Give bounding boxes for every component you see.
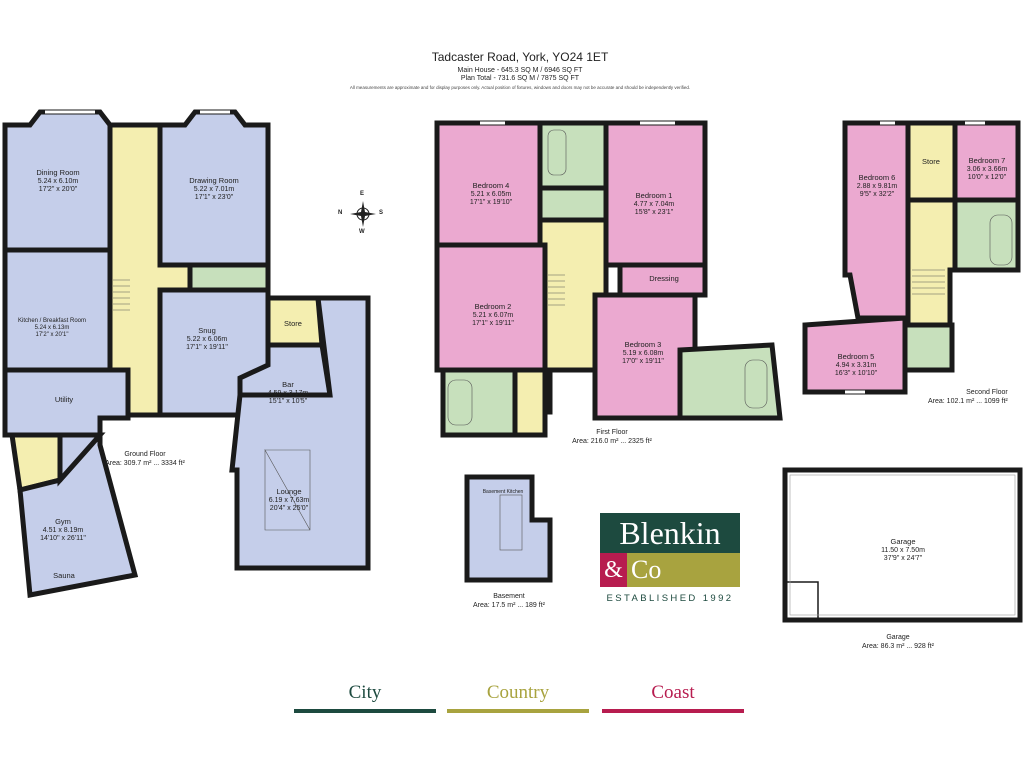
logo-ampersand: &: [600, 553, 627, 587]
tagline-city: City: [294, 682, 436, 713]
plan-total-area: Plan Total - 731.6 SQ M / 7875 SQ FT: [460, 75, 580, 82]
wc-first: [537, 185, 609, 223]
wc-ground: [187, 262, 271, 293]
garage-plan: [782, 467, 1023, 623]
main-house-area: Main House - 645.3 SQ M / 6946 SQ FT: [457, 67, 583, 74]
logo-co: Co: [627, 553, 740, 587]
garage-outline-inner: [789, 474, 1016, 616]
bath-fixture-second: [989, 214, 1013, 266]
lounge-rooflight: [264, 448, 311, 531]
bath2-area: [440, 367, 518, 438]
blenkin-logo: Blenkin & Co ESTABLISHED 1992: [600, 513, 740, 604]
compass-w: W: [359, 229, 365, 235]
utility-corridor: [57, 432, 106, 487]
first-floor-plan: [434, 120, 783, 438]
bath-fixture-first-2: [447, 379, 473, 426]
room-label-sauna: Sauna: [53, 571, 75, 580]
garage-store: [785, 581, 819, 620]
kitchen-area: [2, 247, 113, 373]
logo-co-row: & Co: [600, 553, 740, 587]
compass-e: E: [360, 191, 365, 197]
basement-plan: [464, 474, 553, 583]
stairs-ground: [113, 279, 130, 311]
tagline-coast: Coast: [602, 682, 744, 713]
basement-worktop: [499, 494, 523, 551]
room-label-dressing: Dressing: [649, 274, 679, 283]
tagline-country: Country: [447, 682, 589, 713]
compass: E N S W: [338, 191, 384, 235]
lounge-area: [229, 295, 371, 571]
ensuite4-area: [537, 120, 609, 191]
logo-established: ESTABLISHED 1992: [606, 593, 734, 604]
bath-fixture-first-3: [744, 359, 768, 409]
property-address: Tadcaster Road, York, YO24 1ET: [431, 50, 609, 64]
bath3-area: [677, 342, 783, 421]
basement-area: [464, 474, 553, 583]
room-label-basement-kitchen: Basement Kitchen: [482, 489, 524, 495]
utility-area: [2, 367, 131, 438]
compass-n: N: [338, 210, 343, 216]
stairs-first: [548, 274, 565, 306]
compass-s: S: [379, 210, 384, 216]
bedroom5-area: [802, 315, 908, 395]
garage-area: [782, 467, 1023, 623]
disclaimer: All measurements are approximate and for…: [349, 85, 691, 90]
room-label-store-ground: Store: [284, 319, 302, 328]
logo-name: Blenkin: [600, 513, 740, 553]
bath-second-area: [952, 197, 1021, 273]
cupboard-first: [512, 367, 548, 438]
room-label-utility: Utility: [54, 395, 74, 404]
bath-fixture-first: [547, 129, 567, 176]
stairs-second: [912, 269, 945, 295]
room-label-store-second: Store: [922, 157, 940, 166]
bedroom6-area: [842, 120, 911, 321]
compass-rose-icon: [350, 201, 376, 227]
shower-second-area: [902, 322, 955, 373]
